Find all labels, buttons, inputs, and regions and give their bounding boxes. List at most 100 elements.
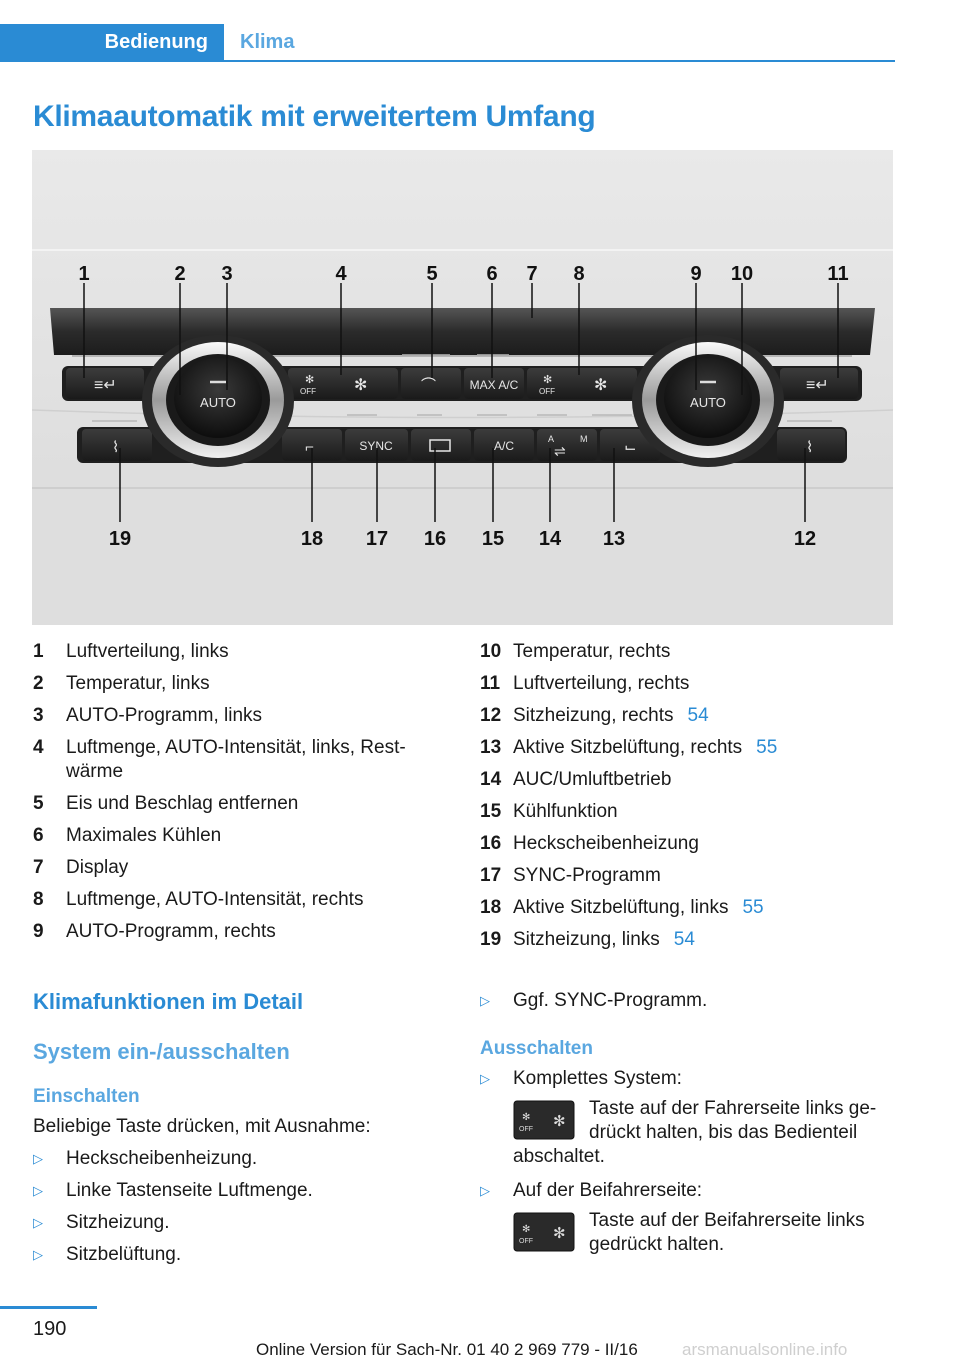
- temperature-knob-left[interactable]: AUTO: [142, 335, 294, 467]
- max-ac-button[interactable]: [464, 368, 524, 399]
- svg-text:OFF: OFF: [519, 1126, 533, 1133]
- tab-klima[interactable]: Klima: [240, 30, 295, 53]
- svg-text:✻: ✻: [522, 1112, 530, 1123]
- rear-defrost-button[interactable]: [411, 429, 471, 461]
- tab-bedienung[interactable]: Bedienung: [0, 24, 224, 60]
- callout-3: 3: [221, 263, 232, 285]
- upper-button-row: ≡↵ ✻ OFF ✻ ⌒ MAX A/C ✻ OFF ✻ ≡↵: [66, 368, 858, 399]
- ac-button[interactable]: [474, 429, 534, 461]
- legend-number: 11: [480, 673, 501, 694]
- seat-heating-right-button[interactable]: [777, 429, 845, 461]
- list-item: ▷ Auf der Beifahrerseite:: [480, 1175, 895, 1207]
- triangle-bullet-icon: ▷: [480, 1183, 490, 1198]
- page-reference-link[interactable]: 55: [756, 737, 778, 758]
- legend-item: 5 Eis und Beschlag entfernen: [33, 788, 433, 820]
- callout-15: 15: [482, 528, 504, 550]
- triangle-bullet-icon: ▷: [33, 1247, 43, 1262]
- svg-text:A/C: A/C: [494, 439, 514, 453]
- legend-item: 16 Heckscheibenheizung: [480, 828, 895, 860]
- legend-number: 18: [480, 897, 502, 918]
- seat-ventilation-left-button[interactable]: [282, 429, 342, 461]
- callout-17: 17: [366, 528, 388, 550]
- svg-text:OFF: OFF: [519, 1238, 533, 1245]
- left-column: Klimafunktionen im Detail System ein-/au…: [33, 985, 443, 1271]
- callout-7: 7: [526, 263, 537, 285]
- callout-12: 12: [794, 528, 816, 550]
- legend-right: 10 Temperatur, rechts 11 Luftverteilung,…: [480, 636, 895, 956]
- legend-item: 10 Temperatur, rechts: [480, 636, 895, 668]
- list-item-text: Heckscheibenheizung.: [66, 1148, 258, 1169]
- svg-text:≡↵: ≡↵: [806, 377, 829, 394]
- legend-text: Luftmenge, AUTO-Intensität, links, Rest­…: [66, 737, 406, 782]
- display-strip: [50, 308, 875, 355]
- legend-number: 2: [33, 673, 44, 694]
- seat-heating-left-button[interactable]: [82, 429, 152, 461]
- legend-text: Luftmenge, AUTO-Intensität, rechts: [66, 889, 364, 910]
- legend-text: Sitzheizung, links: [513, 929, 660, 950]
- legend-number: 1: [33, 641, 44, 662]
- page-reference-link[interactable]: 54: [687, 705, 709, 726]
- legend-text: Heckscheibenheizung: [513, 833, 699, 854]
- list-item-text: Sitzheizung.: [66, 1212, 170, 1233]
- recirculation-button[interactable]: [537, 429, 597, 461]
- svg-text:⌐: ⌐: [305, 439, 314, 456]
- einschalten-intro: Beliebige Taste drücken, mit Ausnahme:: [33, 1116, 371, 1137]
- fan-left-button[interactable]: [288, 368, 398, 399]
- svg-text:M: M: [580, 434, 588, 444]
- right-column: ▷ Ggf. SYNC-Programm. Ausschalten ▷ Komp…: [480, 985, 895, 1257]
- legend-text: SYNC-Programm: [513, 865, 661, 886]
- legend-text: Temperatur, rechts: [513, 641, 671, 662]
- legend-number: 3: [33, 705, 44, 726]
- callout-11: 11: [827, 263, 848, 285]
- legend-number: 6: [33, 825, 44, 846]
- legend-text: AUTO-Programm, rechts: [66, 921, 276, 942]
- list-item: ▷ Heckscheibenheizung.: [33, 1143, 443, 1175]
- list-item: ▷ Linke Tastenseite Luftmenge.: [33, 1175, 443, 1207]
- svg-text:MAX A/C: MAX A/C: [470, 378, 519, 392]
- legend-number: 14: [480, 769, 502, 790]
- triangle-bullet-icon: ▷: [33, 1183, 43, 1198]
- callout-9: 9: [690, 263, 701, 285]
- svg-text:⇌: ⇌: [554, 443, 566, 459]
- legend-item: 18 Aktive Sitzbelüftung, links 55: [480, 892, 895, 924]
- svg-text:SYNC: SYNC: [359, 439, 393, 453]
- section-heading: Klimafunktionen im Detail: [33, 989, 304, 1014]
- legend-item: 6 Maximales Kühlen: [33, 820, 433, 852]
- legend-number: 4: [33, 737, 44, 758]
- svg-text:✻: ✻: [553, 1225, 566, 1242]
- svg-text:⌇: ⌇: [806, 439, 813, 456]
- list-item: ▷ Ggf. SYNC-Programm.: [480, 985, 895, 1017]
- temperature-knob-right[interactable]: AUTO: [632, 335, 784, 467]
- legend-text: Luftverteilung, rechts: [513, 673, 690, 694]
- legend-text: Kühlfunktion: [513, 801, 618, 822]
- legend-item: 1 Luftverteilung, links: [33, 636, 433, 668]
- svg-text:✻: ✻: [553, 1113, 566, 1130]
- fan-off-button-icon: ✻ OFF ✻: [513, 1212, 575, 1252]
- fan-right-button[interactable]: [527, 368, 637, 399]
- einschalten-heading: Einschalten: [33, 1086, 140, 1107]
- svg-text:✻: ✻: [354, 377, 367, 394]
- list-item: ▷ Sitzheizung.: [33, 1207, 443, 1239]
- legend-item: 7 Display: [33, 852, 433, 884]
- footer-accent-line: [0, 1306, 97, 1309]
- fan-off-button-icon: ✻ OFF ✻: [513, 1100, 575, 1140]
- air-distribution-left-button[interactable]: [66, 368, 144, 399]
- page-reference-link[interactable]: 55: [742, 897, 764, 918]
- list-item-text: Auf der Beifahrerseite:: [513, 1180, 703, 1201]
- legend-text: Aktive Sitzbelüftung, links: [513, 897, 729, 918]
- defrost-button[interactable]: [401, 368, 461, 399]
- page-reference-link[interactable]: 54: [673, 929, 695, 950]
- triangle-bullet-icon: ▷: [33, 1151, 43, 1166]
- legend-item: 9 AUTO-Programm, rechts: [33, 916, 433, 948]
- legend-number: 9: [33, 921, 44, 942]
- svg-text:✻: ✻: [594, 377, 607, 394]
- callout-5: 5: [426, 263, 437, 285]
- list-item: ▷ Komplettes System:: [480, 1063, 895, 1095]
- list-item-text: Ggf. SYNC-Programm.: [513, 990, 708, 1011]
- legend-item: 2 Temperatur, links: [33, 668, 433, 700]
- sync-button[interactable]: [345, 429, 408, 461]
- legend-number: 17: [480, 865, 502, 886]
